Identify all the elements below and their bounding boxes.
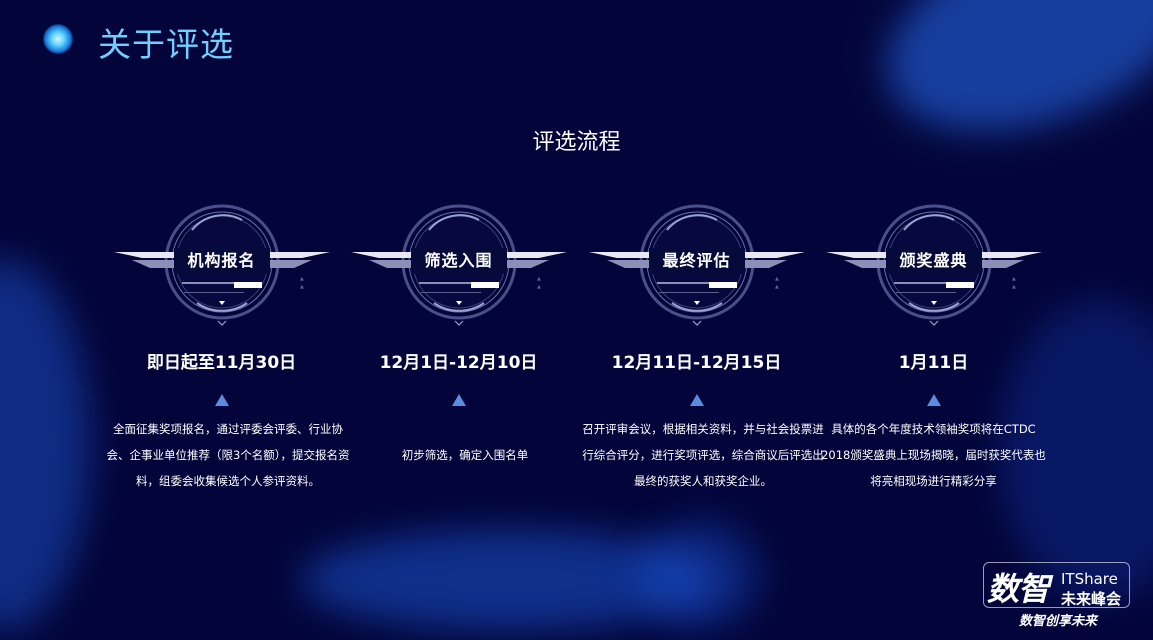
page-title: 关于评选: [98, 25, 234, 64]
step-date: 即日起至11月30日: [146, 353, 297, 373]
process-step: ▲ ▲ 颁奖盛典 1月11日 具体的各个年度技术领袖奖项将在CTDC 2018颁…: [815, 200, 1052, 494]
svg-text:▲: ▲: [1012, 284, 1016, 290]
svg-text:▲: ▲: [537, 276, 541, 282]
step-label: 筛选入围: [410, 248, 507, 274]
triangle-up-icon: [214, 394, 229, 406]
step-date: 1月11日: [898, 353, 969, 373]
step-badge: ▲ ▲ 颁奖盛典: [824, 200, 1044, 330]
title-glow-icon: [43, 24, 73, 54]
step-badge: ▲ ▲ 筛选入围: [349, 200, 569, 330]
logo-brand: ITShare: [1061, 570, 1118, 588]
step-date: 12月1日-12月10日: [379, 353, 538, 373]
logo-main: 数智: [987, 570, 1050, 608]
logo-event: 未来峰会: [1061, 590, 1122, 608]
step-label: 颁奖盛典: [885, 248, 982, 274]
event-logo: 数智 ITShare 未来峰会 数智创享未来: [983, 560, 1133, 630]
svg-text:▲: ▲: [300, 276, 304, 282]
step-description: 全面征集奖项报名，通过评委会评委、行业协会、企事业单位推荐（限3个名额），提交报…: [106, 422, 350, 488]
svg-text:▲: ▲: [537, 284, 541, 290]
svg-text:▲: ▲: [1012, 276, 1016, 282]
step-label: 机构报名: [173, 248, 270, 274]
triangle-up-icon: [926, 394, 941, 406]
svg-text:▲: ▲: [300, 284, 304, 290]
logo-slogan: 数智创享未来: [1019, 614, 1098, 629]
process-step: ▲ ▲ 筛选入围 12月1日-12月10日 初步筛选，确定入围名单: [340, 200, 577, 468]
process-step: ▲ ▲ 机构报名 即日起至11月30日 全面征集奖项报名，通过评委会评委、行业协…: [103, 200, 350, 494]
process-step: ▲ ▲ 最终评估 12月11日-12月15日 召开评审会议，根据相关资料，并与社…: [578, 200, 824, 494]
step-badge: ▲ ▲ 最终评估: [587, 200, 807, 330]
step-description: 召开评审会议，根据相关资料，并与社会投票进行综合评分，进行奖项评选，综合商议后评…: [582, 422, 824, 488]
triangle-up-icon: [451, 394, 466, 406]
svg-text:▲: ▲: [775, 284, 779, 290]
section-title: 评选流程: [532, 130, 621, 155]
step-label: 最终评估: [648, 248, 745, 274]
step-date: 12月11日-12月15日: [611, 353, 782, 373]
step-description: 初步筛选，确定入围名单: [401, 448, 529, 462]
step-description: 具体的各个年度技术领袖奖项将在CTDC 2018颁奖盛典上现场揭晓，届时获奖代表…: [821, 422, 1046, 488]
svg-text:▲: ▲: [775, 276, 779, 282]
step-badge: ▲ ▲ 机构报名: [112, 200, 332, 330]
triangle-up-icon: [689, 394, 704, 406]
